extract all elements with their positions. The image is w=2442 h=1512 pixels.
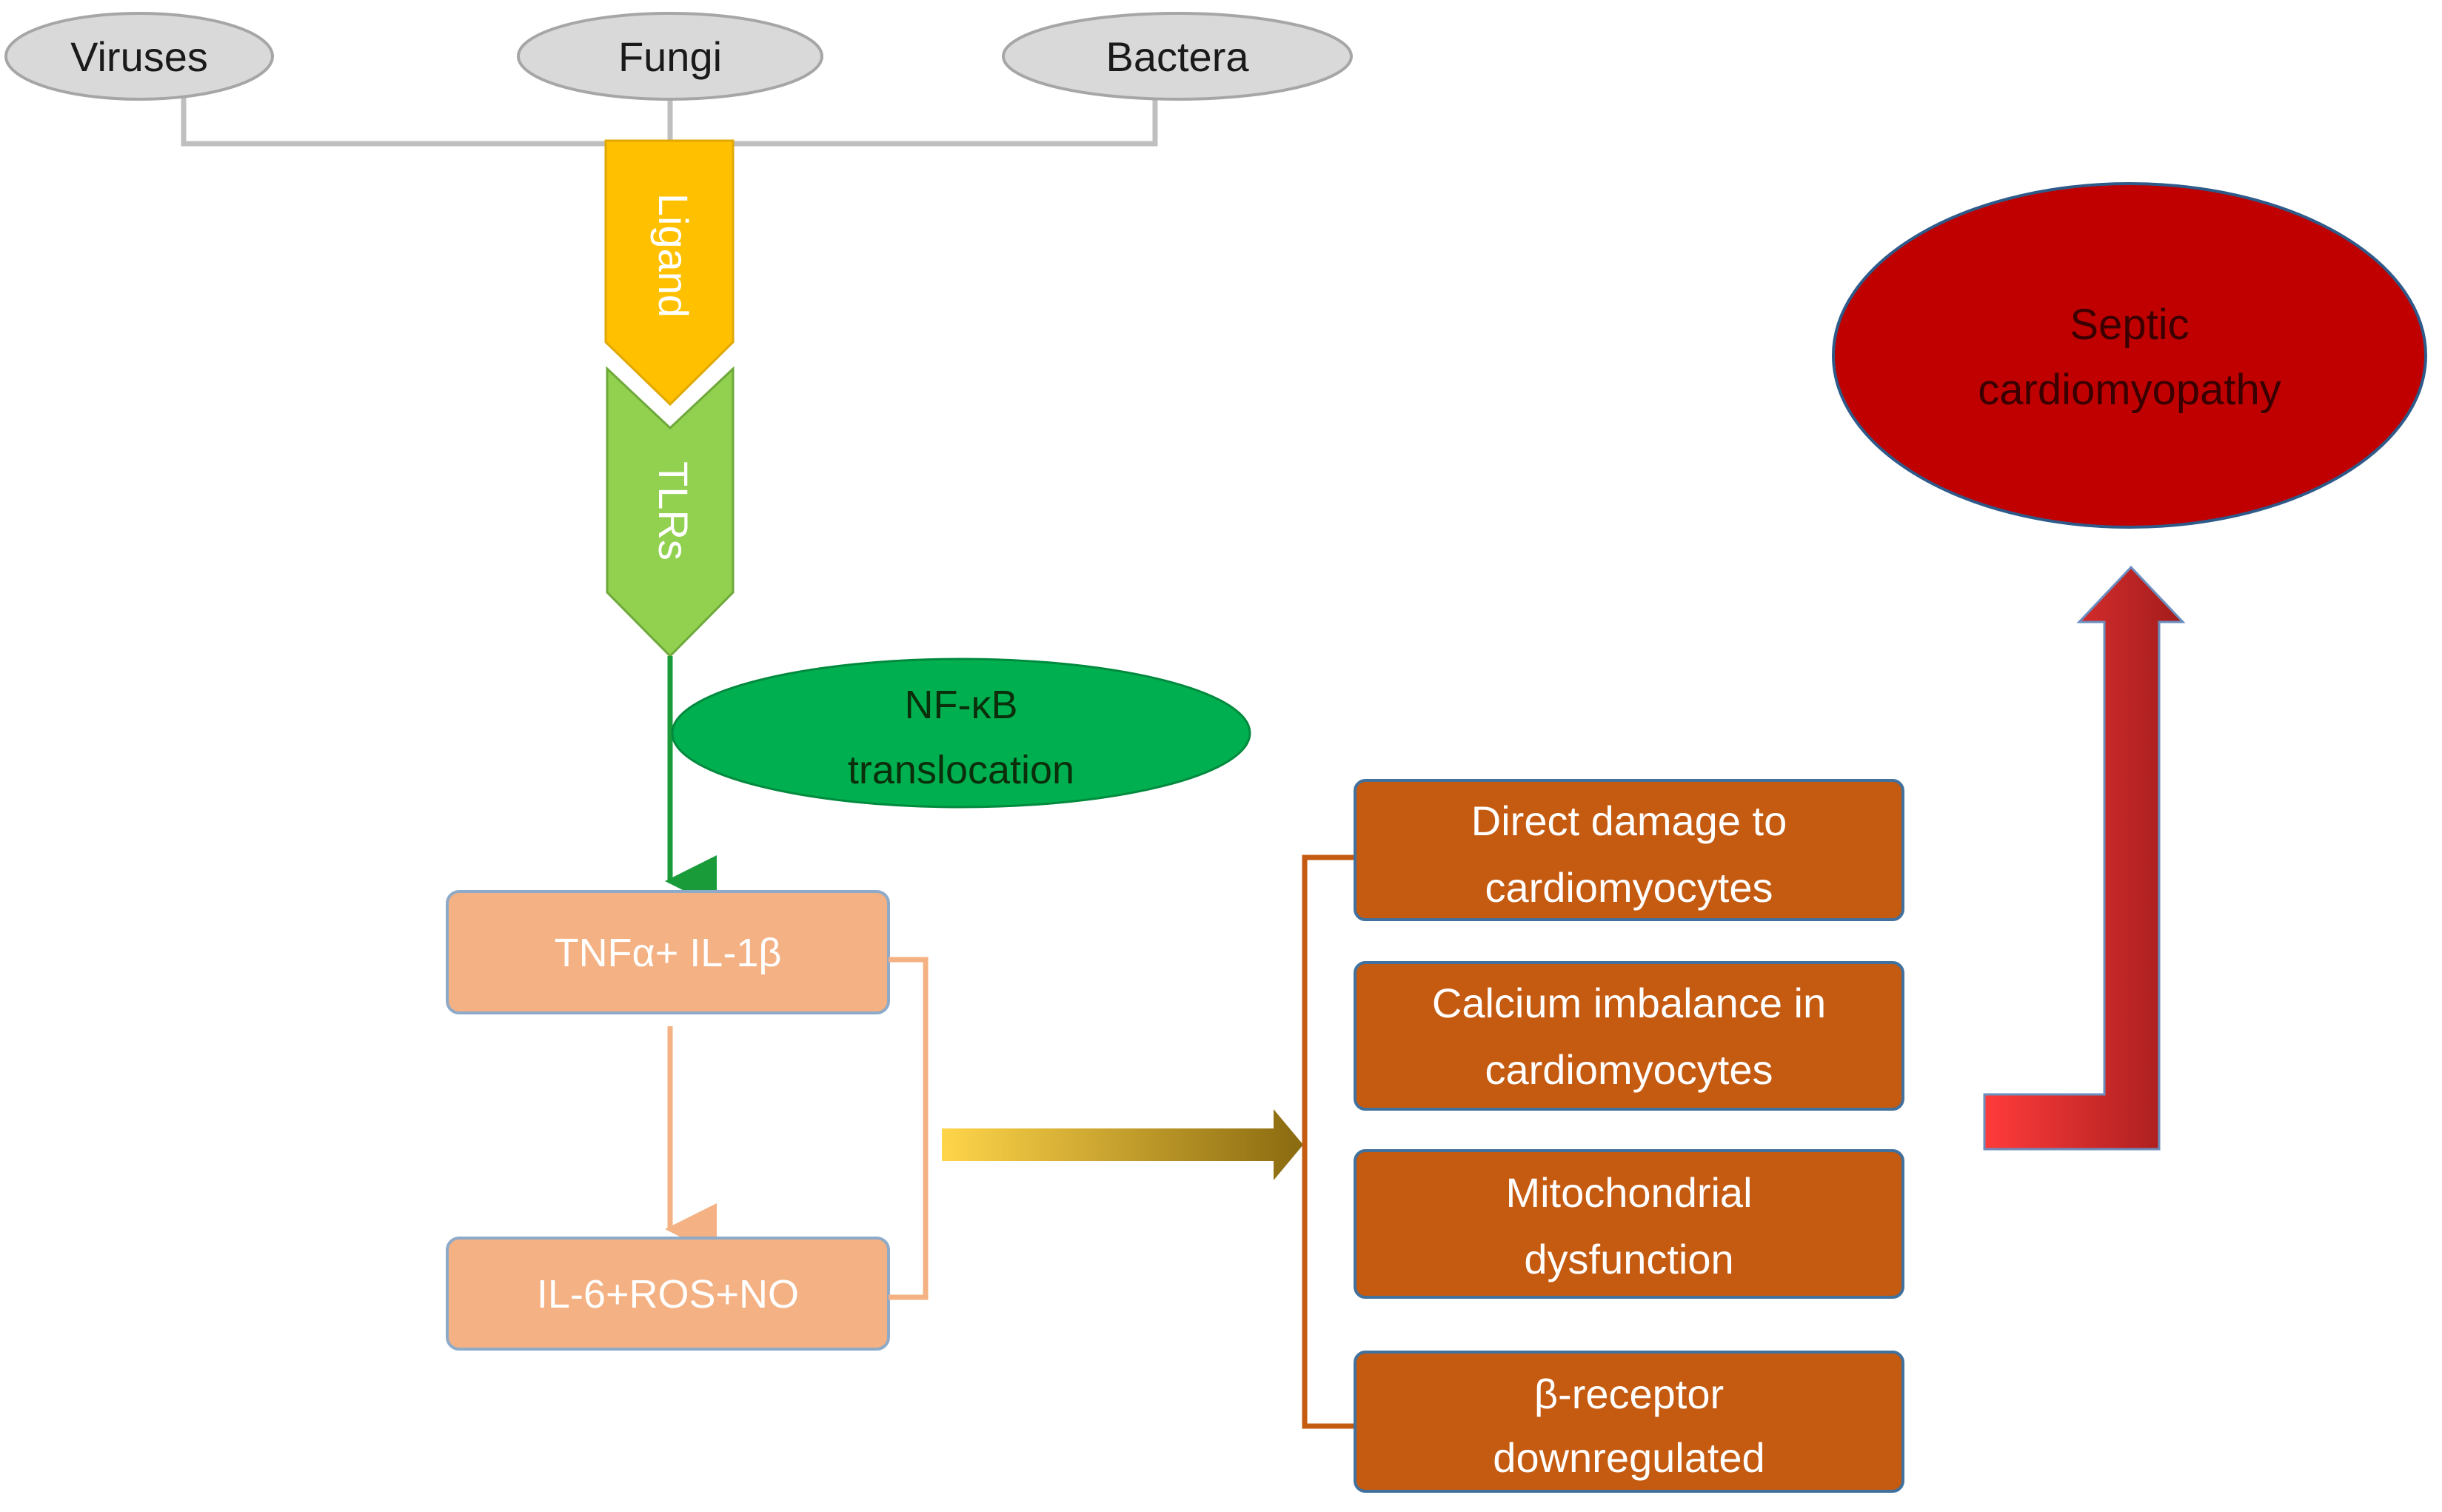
effect-2-line2: cardiomyocytes <box>1485 1046 1773 1093</box>
nfkb-label-line2: translocation <box>848 748 1074 792</box>
nfkb-label-line1: NF-κB <box>905 683 1018 727</box>
effect-box-mitochondrial: Mitochondrial dysfunction <box>1354 1149 1904 1299</box>
pathogen-viruses: Viruses <box>4 12 274 101</box>
cytokine-box-secondary: IL-6+ROS+NO <box>446 1237 890 1351</box>
ligand-chevron: Ligand <box>604 139 735 407</box>
effect-4-line1: β-receptor <box>1534 1371 1724 1417</box>
tlrs-label: TLRs <box>650 461 697 561</box>
il6-ros-no-label: IL-6+ROS+NO <box>537 1272 799 1317</box>
tlrs-chevron: TLRs <box>606 366 735 658</box>
effects-bracket <box>1302 854 1357 1429</box>
effects-arrow <box>942 1109 1303 1180</box>
effect-box-direct-damage: Direct damage to cardiomyocytes <box>1354 779 1904 921</box>
viruses-label: Viruses <box>70 33 208 80</box>
pathogen-connector <box>181 98 1158 147</box>
pathogen-fungi: Fungi <box>517 12 823 101</box>
bacteria-label: Bactera <box>1106 33 1250 80</box>
tnf-il1-label: TNFα+ IL-1β <box>555 931 782 975</box>
effect-1-line2: cardiomyocytes <box>1485 864 1773 911</box>
effect-4-line2: downregulated <box>1493 1434 1764 1481</box>
effect-1-line1: Direct damage to <box>1471 797 1787 844</box>
ligand-label: Ligand <box>650 193 697 318</box>
effect-3-line2: dysfunction <box>1524 1236 1733 1282</box>
pathogen-bacteria: Bactera <box>1002 12 1353 101</box>
effect-3-line1: Mitochondrial <box>1505 1169 1752 1216</box>
effect-2-line1: Calcium imbalance in <box>1432 980 1826 1026</box>
outcome-line2: cardiomyopathy <box>1978 366 2281 414</box>
effect-box-calcium-imbalance: Calcium imbalance in cardiomyocytes <box>1354 961 1904 1111</box>
outcome-line1: Septic <box>2070 301 2189 349</box>
effect-box-beta-receptor: β-receptor downregulated <box>1354 1351 1904 1493</box>
nfkb-translocation-ellipse: NF-κB translocation <box>671 658 1251 809</box>
outcome-septic-cardiomyopathy: Septic cardiomyopathy <box>1832 182 2427 529</box>
cytokine-bracket <box>889 957 929 1300</box>
outcome-arrow <box>1983 565 2186 1151</box>
fungi-label: Fungi <box>618 33 722 80</box>
cytokine-box-primary: TNFα+ IL-1β <box>446 890 890 1014</box>
